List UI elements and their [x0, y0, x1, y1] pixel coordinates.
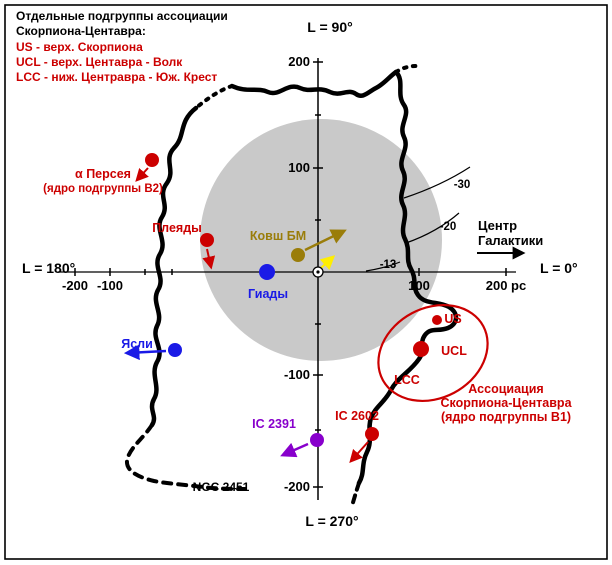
solar-neighborhood-circle — [200, 119, 442, 361]
scocen-caption-line3: (ядро подгруппы B1) — [440, 410, 572, 424]
alpha-per-label-line1: α Персея — [75, 167, 131, 181]
contour-topright-dotted — [394, 64, 418, 74]
y-tick-m200: -200 — [283, 479, 310, 494]
figure-frame — [4, 4, 608, 560]
praesepe-dot — [168, 343, 182, 357]
praesepe-label: Ясли — [121, 337, 153, 351]
figure-title-line2: Скорпиона-Центавра: — [16, 24, 146, 38]
axis-label-l90: L = 90° — [307, 19, 353, 35]
scocen-caption-line2: Скорпиона-Центавра — [440, 396, 572, 410]
contour-topleft-dotted — [194, 84, 234, 110]
uma-arrow — [304, 229, 347, 252]
ic2391-arrow — [280, 442, 309, 458]
iso-label-m20: -20 — [439, 221, 457, 233]
axis-label-l270: L = 270° — [305, 513, 359, 529]
scocen-ellipse — [377, 303, 489, 403]
legend-us: US - верх. Скорпиона — [16, 40, 143, 54]
alpha-per-dot — [145, 153, 159, 167]
ic2391-dot — [310, 433, 324, 447]
x-tick-m100: -100 — [96, 278, 124, 293]
x-axis-ticks — [74, 268, 507, 276]
axis-label-l180: L = 180° — [22, 260, 76, 276]
legend-ucl: UCL - верх. Центавра - Волк — [16, 55, 183, 69]
contour-top-solid — [229, 69, 399, 98]
motion-arrows — [123, 167, 526, 463]
y-tick-m100: -100 — [283, 367, 310, 382]
alpha-per-arrow — [135, 167, 149, 182]
scocen-ucl-dot — [413, 341, 429, 357]
axis-label-l0: L = 0° — [540, 260, 578, 276]
gould-belt-contours — [125, 64, 459, 508]
scocen-us-label: US — [444, 312, 462, 326]
uma-label: Ковш БМ — [249, 229, 307, 243]
pleiades-dot — [200, 233, 214, 247]
contour-bottomleft-dashed — [125, 423, 247, 491]
sun-symbol — [312, 266, 324, 278]
y-tick-100: 100 — [288, 160, 310, 175]
alpha-per-label-line2: (ядро подгруппы B2) — [43, 183, 163, 195]
pleiades-arrow — [202, 248, 216, 270]
hyades-dot — [259, 264, 275, 280]
ic2602-arrow — [349, 441, 369, 463]
hyades-label: Гиады — [247, 287, 289, 301]
scocen-lcc-label: LCC — [394, 373, 420, 387]
iso-line-13 — [365, 261, 401, 272]
ic2602-dot — [365, 427, 379, 441]
contour-right-solid — [356, 69, 459, 486]
ic2602-label: IC 2602 — [335, 409, 379, 423]
scocen-caption-line1: Ассоциация — [468, 382, 544, 396]
sun-arrow — [319, 255, 336, 271]
iso-label-m13: -13 — [379, 259, 397, 271]
x-tick-200pc: 200 pc — [485, 278, 527, 293]
y-tick-200: 200 — [288, 54, 310, 69]
iso-lines — [365, 166, 471, 272]
uma-dot — [291, 248, 305, 262]
praesepe-arrow — [123, 344, 167, 361]
legend-lcc: LCC - ниж. Центравра - Юж. Крест — [16, 70, 218, 84]
x-tick-m200: -200 — [61, 278, 89, 293]
iso-line-20 — [405, 212, 460, 244]
contour-bottom-dashed — [350, 481, 361, 508]
scocen-ucl-label: UCL — [441, 344, 467, 358]
iso-line-30 — [403, 166, 471, 199]
ic2391-label: IC 2391 — [252, 417, 296, 431]
iso-label-m30: -30 — [453, 179, 471, 191]
pleiades-label: Плеяды — [152, 221, 202, 235]
y-axis-ticks — [313, 61, 323, 488]
x-tick-100: 100 — [408, 278, 430, 293]
contour-left-solid — [149, 105, 199, 428]
galactic-center-label-line2: Галактики — [478, 233, 544, 248]
ngc2451-label: NGC 2451 — [192, 480, 250, 494]
figure-title-line1: Отдельные подгруппы ассоциации — [16, 9, 228, 23]
cluster-dots — [145, 153, 442, 447]
galactic-center-label-line1: Центр — [478, 218, 518, 233]
scocen-us-dot — [432, 315, 442, 325]
